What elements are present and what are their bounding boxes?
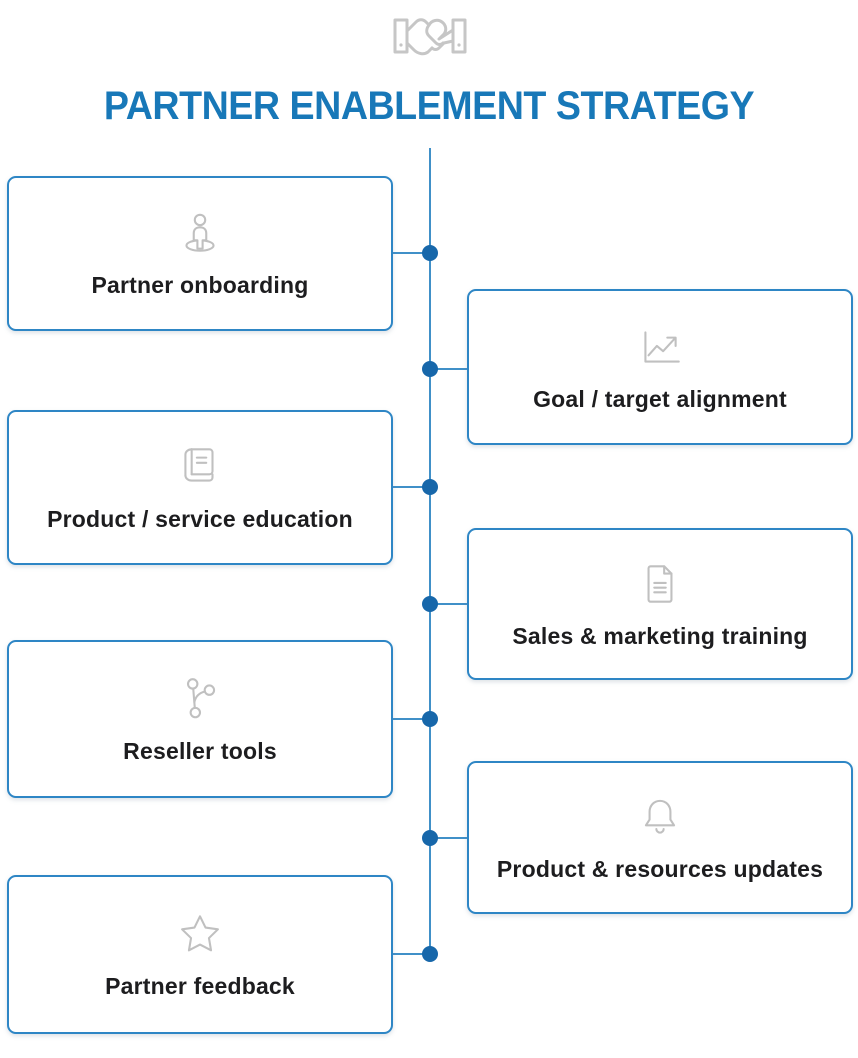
connector-line [393,718,430,720]
bell-icon [635,792,685,842]
handshake-icon [393,18,467,56]
node-label: Partner onboarding [91,272,309,298]
connector-dot [422,479,438,495]
star-icon [175,909,225,959]
node-label: Product / service education [47,506,353,532]
node-product-service-education: Product / service education [7,410,393,565]
connector-line [430,603,467,605]
connector-dot [422,361,438,377]
node-goal-target-alignment: Goal / target alignment [467,289,853,445]
connector-line [430,368,467,370]
timeline-line [429,148,431,954]
connector-dot [422,245,438,261]
connector-line [393,486,430,488]
node-partner-feedback: Partner feedback [7,875,393,1034]
page-title: PARTNER ENABLEMENT STRATEGY [103,84,755,128]
connector-line [430,837,467,839]
node-reseller-tools: Reseller tools [7,640,393,798]
person-location-icon [175,208,225,258]
node-label: Reseller tools [123,737,277,764]
node-sales-marketing-training: Sales & marketing training [467,528,853,680]
node-label: Product & resources updates [496,856,824,882]
connector-line [393,953,430,955]
chart-increase-icon [635,322,685,372]
node-label: Partner feedback [105,973,295,999]
node-label: Goal / target alignment [533,385,787,412]
connector-dot [422,711,438,727]
connector-dot [422,830,438,846]
node-label: Sales & marketing training [512,622,808,649]
connector-line [393,252,430,254]
node-product-resources-updates: Product & resources updates [467,761,853,914]
connector-dot [422,596,438,612]
node-partner-onboarding: Partner onboarding [7,176,393,331]
branch-icon [175,674,225,724]
connector-dot [422,946,438,962]
book-icon [175,442,225,492]
document-icon [635,559,685,609]
